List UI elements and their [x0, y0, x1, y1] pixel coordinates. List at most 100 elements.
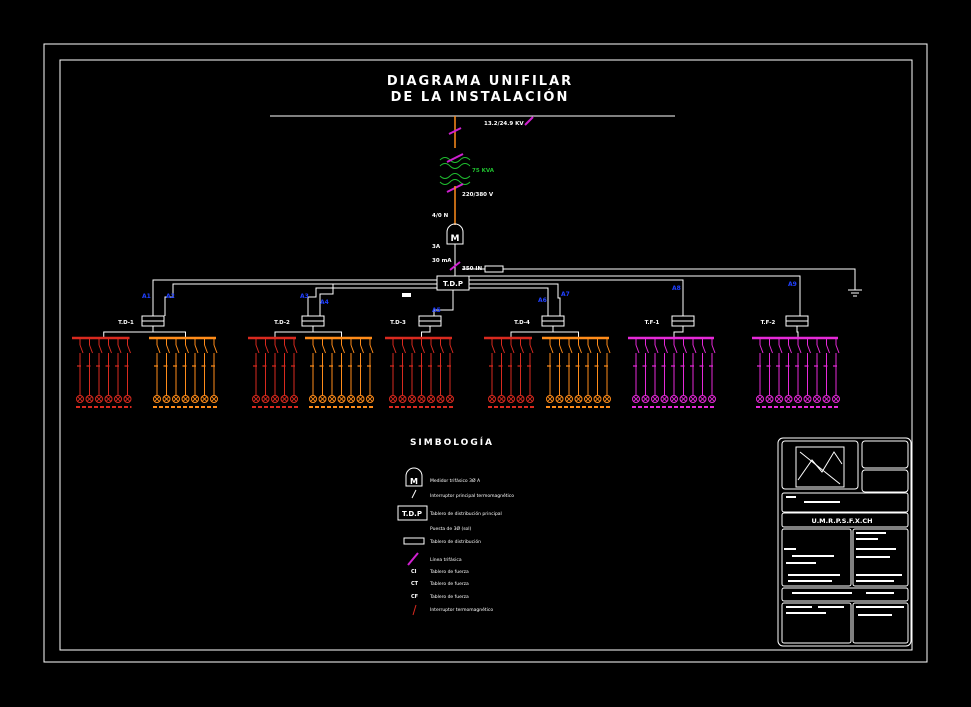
load-symbol [417, 395, 426, 403]
load-symbol [784, 395, 793, 403]
circuit [417, 338, 426, 403]
circuit-breaker [79, 344, 84, 354]
ground-resistor [484, 265, 504, 273]
load-cross [348, 396, 354, 402]
load-cross [709, 396, 715, 402]
group-feed [510, 326, 554, 338]
load-cross [566, 396, 572, 402]
load-symbol [822, 395, 831, 403]
load-symbol [347, 395, 355, 403]
load-symbol [679, 395, 688, 403]
board-6: T.F-2 [752, 315, 840, 408]
legend-code-ct: CT [411, 581, 419, 587]
circuit [632, 338, 640, 403]
load-symbol [328, 395, 336, 403]
circuit-group [305, 326, 374, 408]
group-feed [552, 326, 579, 338]
load-cross [633, 396, 639, 402]
load-cross [776, 396, 782, 402]
load-cross [823, 396, 830, 402]
load-symbol [689, 395, 697, 403]
load-cross [96, 396, 102, 402]
circuit-breaker [826, 344, 830, 354]
circuit [252, 338, 260, 403]
load-cross [262, 396, 269, 402]
circuit-breaker [430, 344, 435, 354]
load-cross [105, 396, 112, 402]
circuit [546, 338, 554, 403]
load-symbol [356, 395, 365, 403]
load-cross [785, 396, 792, 402]
load-symbol [641, 395, 650, 403]
board-label: T.D-1 [118, 320, 134, 326]
title-block-org: U.M.R.P.S.F.X.CH [811, 517, 872, 525]
circuit-breaker [520, 344, 524, 354]
legend-item-meter: Medidor trifásico 3Ø A [430, 477, 481, 484]
load-symbol [95, 395, 103, 403]
circuit-group [248, 326, 314, 408]
circuit [593, 338, 602, 403]
circuit-breaker [778, 344, 783, 354]
circuit-breaker [204, 344, 208, 354]
circuit-breaker [549, 344, 554, 354]
circuit [356, 338, 365, 403]
transformer-rating: 75 KVA [472, 168, 495, 174]
circuit [584, 338, 592, 403]
legend-item-phase: Línea trifásica [430, 556, 462, 563]
inner-frame [59, 59, 913, 651]
load-cross [652, 396, 658, 402]
load-cross [661, 396, 668, 402]
group-feed [103, 326, 154, 338]
load-cross [594, 396, 601, 402]
load-symbol [775, 395, 783, 403]
circuit [488, 338, 496, 403]
circuit-breaker [274, 344, 279, 354]
legend-meter-symbol: M [410, 477, 418, 486]
group-feed [312, 326, 342, 338]
load-cross [211, 396, 217, 402]
load-symbol [172, 395, 180, 403]
load-symbol [584, 395, 592, 403]
circuit [290, 338, 298, 403]
circuit [366, 338, 374, 403]
load-symbol [497, 395, 506, 403]
circuit-breaker [421, 344, 425, 354]
load-cross [319, 396, 326, 402]
circuit [261, 338, 270, 403]
outer-frame [43, 43, 928, 663]
load-symbol [660, 395, 669, 403]
legend-item-tm: Interruptor termomagnético [430, 606, 493, 613]
load-cross [547, 396, 553, 402]
supply-line-label: 13.2/24.9 KV [484, 121, 524, 127]
circuit-breaker [369, 344, 374, 354]
load-cross [680, 396, 687, 402]
load-symbol [488, 395, 496, 403]
load-cross [699, 396, 706, 402]
circuit [526, 338, 534, 403]
circuit-breaker [312, 344, 317, 354]
board-label: T.D-3 [390, 320, 406, 326]
circuit [698, 338, 707, 403]
circuit [337, 338, 346, 403]
circuit [679, 338, 688, 403]
title-block-fill-lines [784, 496, 904, 616]
board-3: T.D-3 [385, 315, 454, 408]
load-cross [154, 396, 160, 402]
circuit-group [72, 326, 154, 408]
circuit-group [752, 326, 840, 408]
load-cross [671, 396, 677, 402]
load-cross [367, 396, 373, 402]
load-cross [556, 396, 563, 402]
load-symbol [670, 395, 678, 403]
load-cross [338, 396, 345, 402]
circuit-breaker [702, 344, 706, 354]
circuit-breaker [127, 344, 131, 354]
load-symbol [436, 395, 445, 403]
load-symbol [632, 395, 640, 403]
circuit-breaker [255, 344, 260, 354]
circuit [446, 338, 454, 403]
load-symbol [765, 395, 774, 403]
ground-symbol [848, 289, 862, 297]
